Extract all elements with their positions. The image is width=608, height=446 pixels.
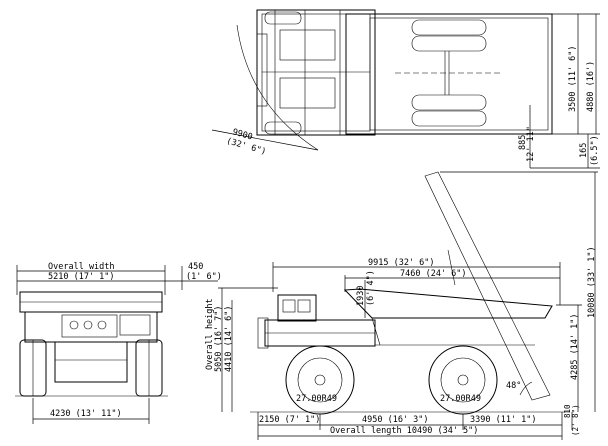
turning-radius-arc [236, 24, 319, 151]
overall-height-value: 5050 (16' 7") [214, 305, 224, 372]
front-deck [24, 311, 158, 343]
width-b-label: 4880 (16') [586, 61, 596, 112]
dim-165-label: 165 [579, 143, 589, 158]
height-4285-label: 4285 (14' 1") [570, 313, 580, 380]
dump-reach-label: 9915 (32' 6") [368, 258, 435, 268]
radiator-grille [61, 314, 118, 338]
side-450-label: 450 [188, 262, 203, 272]
overall-length-label: Overall length 10490 (34' 5") [330, 426, 478, 436]
front-view: Overall width 5210 (17' 1") 450 (1' 6") … [15, 262, 222, 424]
dim-1930-label: 1930 [356, 286, 366, 306]
tire-front-label: 27.00R49 [296, 394, 337, 404]
wheelbase-label: 4950 (16' 3") [362, 415, 429, 425]
body-length-label: 7460 (24' 6") [400, 269, 467, 279]
turning-radius-leader [211, 129, 319, 151]
clearance-label: 810 [563, 404, 572, 418]
side-view: 9915 (32' 6") 7460 (24' 6") 1930 (6' 4")… [205, 171, 598, 440]
height-4410-label: 4410 (14' 6") [224, 305, 234, 372]
width-a-label: 3500 (11' 6") [568, 45, 578, 112]
dump-body [343, 288, 553, 319]
dump-body-outline [345, 13, 553, 135]
top-view: 9900 (32' 6") 3500 (11' 6") 4880 (16') 8… [211, 9, 600, 169]
track-width-label: 4230 (13' 11") [50, 409, 122, 419]
raised-body-outline [424, 171, 551, 401]
dim-165-ft-label: (6.5") [590, 135, 600, 166]
overall-height-label: Overall height [205, 298, 215, 370]
dim-1930-ft-label: (6' 4") [366, 270, 376, 306]
dump-height-label: 10080 (33' 1") [587, 246, 597, 318]
side-450-ft-label: (1' 6") [186, 272, 222, 282]
front-bumper-frame [54, 341, 128, 383]
rear-overhang-label: 3390 (11' 1") [470, 415, 537, 425]
overall-width-value: 5210 (17' 1") [48, 272, 115, 282]
overall-width-label: Overall width [48, 262, 115, 272]
clearance-ft-label: (2' 8") [571, 404, 580, 436]
dim-885-ft-label: 12' 11" [526, 126, 536, 162]
front-overhang-label: 2150 (7' 1") [259, 415, 320, 425]
tire-rear-label: 27.00R49 [440, 394, 481, 404]
cab [277, 294, 317, 322]
dim-885-label: 885 [518, 135, 528, 150]
dump-angle-label: 48° [506, 381, 521, 391]
